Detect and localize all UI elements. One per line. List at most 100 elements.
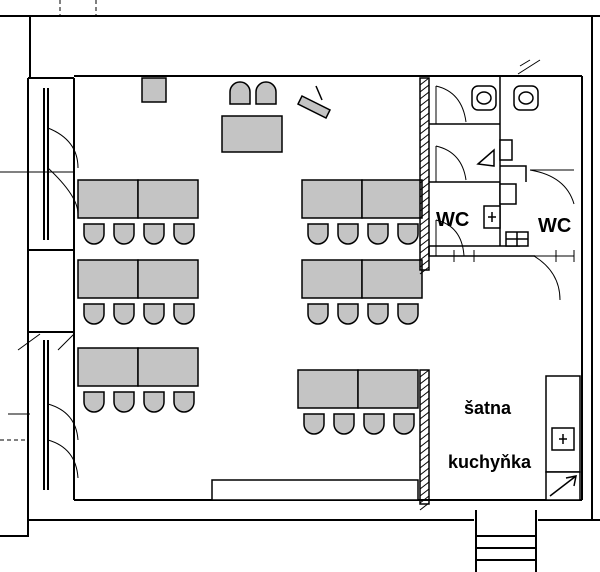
wc-door-d: [529, 169, 575, 205]
teacher-chair-b: [255, 81, 277, 105]
hatch-line: [419, 189, 430, 198]
chair: [113, 303, 135, 325]
hatch-line: [419, 196, 430, 205]
room-label-satna: šatna: [464, 398, 512, 418]
board-stand-leg: [315, 85, 323, 101]
hatch-line: [419, 84, 430, 93]
door-ticks: [17, 333, 75, 351]
table: [77, 347, 139, 387]
wc-door-ticks: [453, 250, 575, 262]
counter-bench: [211, 479, 419, 501]
entrance-steps: [476, 535, 536, 561]
door-arc-c: [47, 403, 79, 441]
hatch-line: [419, 175, 430, 184]
board-stand: [296, 94, 332, 120]
hatch-line: [419, 105, 430, 114]
wc-window-ticks: [517, 59, 541, 75]
table: [301, 259, 363, 299]
chair: [113, 223, 135, 245]
partition-hatching: [419, 77, 430, 511]
hatch-line: [419, 210, 430, 219]
chair: [307, 223, 329, 245]
chair: [143, 303, 165, 325]
desk-group: [301, 179, 423, 245]
hatch-line: [419, 460, 430, 469]
wc-door-c: [435, 219, 465, 257]
hatch-line: [419, 425, 430, 434]
hatch-line: [419, 140, 430, 149]
hatch-line: [419, 488, 430, 497]
hatch-line: [419, 182, 430, 191]
hatch-line: [419, 203, 430, 212]
chair: [143, 223, 165, 245]
sink-a-tap: [488, 212, 496, 222]
chair: [337, 223, 359, 245]
hatch-line: [419, 112, 430, 121]
left-door-swings: [0, 127, 79, 479]
chair: [113, 391, 135, 413]
hatch-line: [419, 168, 430, 177]
shower-tray-grid: [506, 232, 528, 246]
chair: [367, 223, 389, 245]
hatch-line: [419, 397, 430, 406]
toilet-a: [471, 85, 497, 111]
hatch-line: [419, 453, 430, 462]
table: [77, 179, 139, 219]
hatch-line: [419, 161, 430, 170]
chair: [173, 303, 195, 325]
hatch-line: [419, 474, 430, 483]
hatch-line: [419, 369, 430, 378]
toilet-a-bowl: [476, 91, 492, 105]
bottom-wall-outer-left: [27, 498, 474, 521]
hatch-line: [419, 411, 430, 420]
hatch-line: [419, 252, 430, 261]
chair: [303, 413, 325, 435]
table: [297, 369, 359, 409]
teacher-chair-a: [229, 81, 251, 105]
chair: [393, 413, 415, 435]
chair: [307, 303, 329, 325]
hatch-line: [419, 98, 430, 107]
desk-group: [77, 347, 199, 413]
hatch-line: [419, 432, 430, 441]
hatch-line: [419, 238, 430, 247]
hatch-line: [419, 439, 430, 448]
hatch-line: [419, 502, 430, 511]
toilet-b-bowl: [518, 91, 534, 105]
hatch-line: [419, 418, 430, 427]
room-label-kuchynka: kuchyňka: [448, 452, 532, 472]
hatch-line: [419, 404, 430, 413]
hatch-line: [419, 133, 430, 142]
table: [301, 179, 363, 219]
hatch-line: [419, 390, 430, 399]
hatch-line: [419, 77, 430, 86]
kitchenette: [545, 375, 581, 501]
chair: [367, 303, 389, 325]
hatch-line: [419, 224, 430, 233]
table: [361, 179, 423, 219]
chair: [397, 303, 419, 325]
wc-bottom-wall: [428, 246, 535, 257]
hatch-line: [419, 147, 430, 156]
wc-fixtures: [471, 85, 539, 247]
cabinet: [141, 77, 167, 103]
chair: [397, 223, 419, 245]
chair: [83, 223, 105, 245]
table: [137, 259, 199, 299]
wc-door-b: [435, 145, 467, 182]
hatch-line: [419, 119, 430, 128]
bottom-wall-ground: [0, 520, 29, 537]
table: [77, 259, 139, 299]
desk-group: [77, 259, 199, 325]
chair: [173, 223, 195, 245]
desk-group: [77, 179, 199, 245]
hatch-line: [419, 376, 430, 385]
hatch-line: [419, 259, 430, 268]
sink-c: [499, 183, 517, 205]
table: [137, 179, 199, 219]
hatch-line: [419, 467, 430, 476]
hatch-line: [419, 245, 430, 254]
hatch-line: [419, 217, 430, 226]
teacher-desk: [221, 115, 283, 153]
